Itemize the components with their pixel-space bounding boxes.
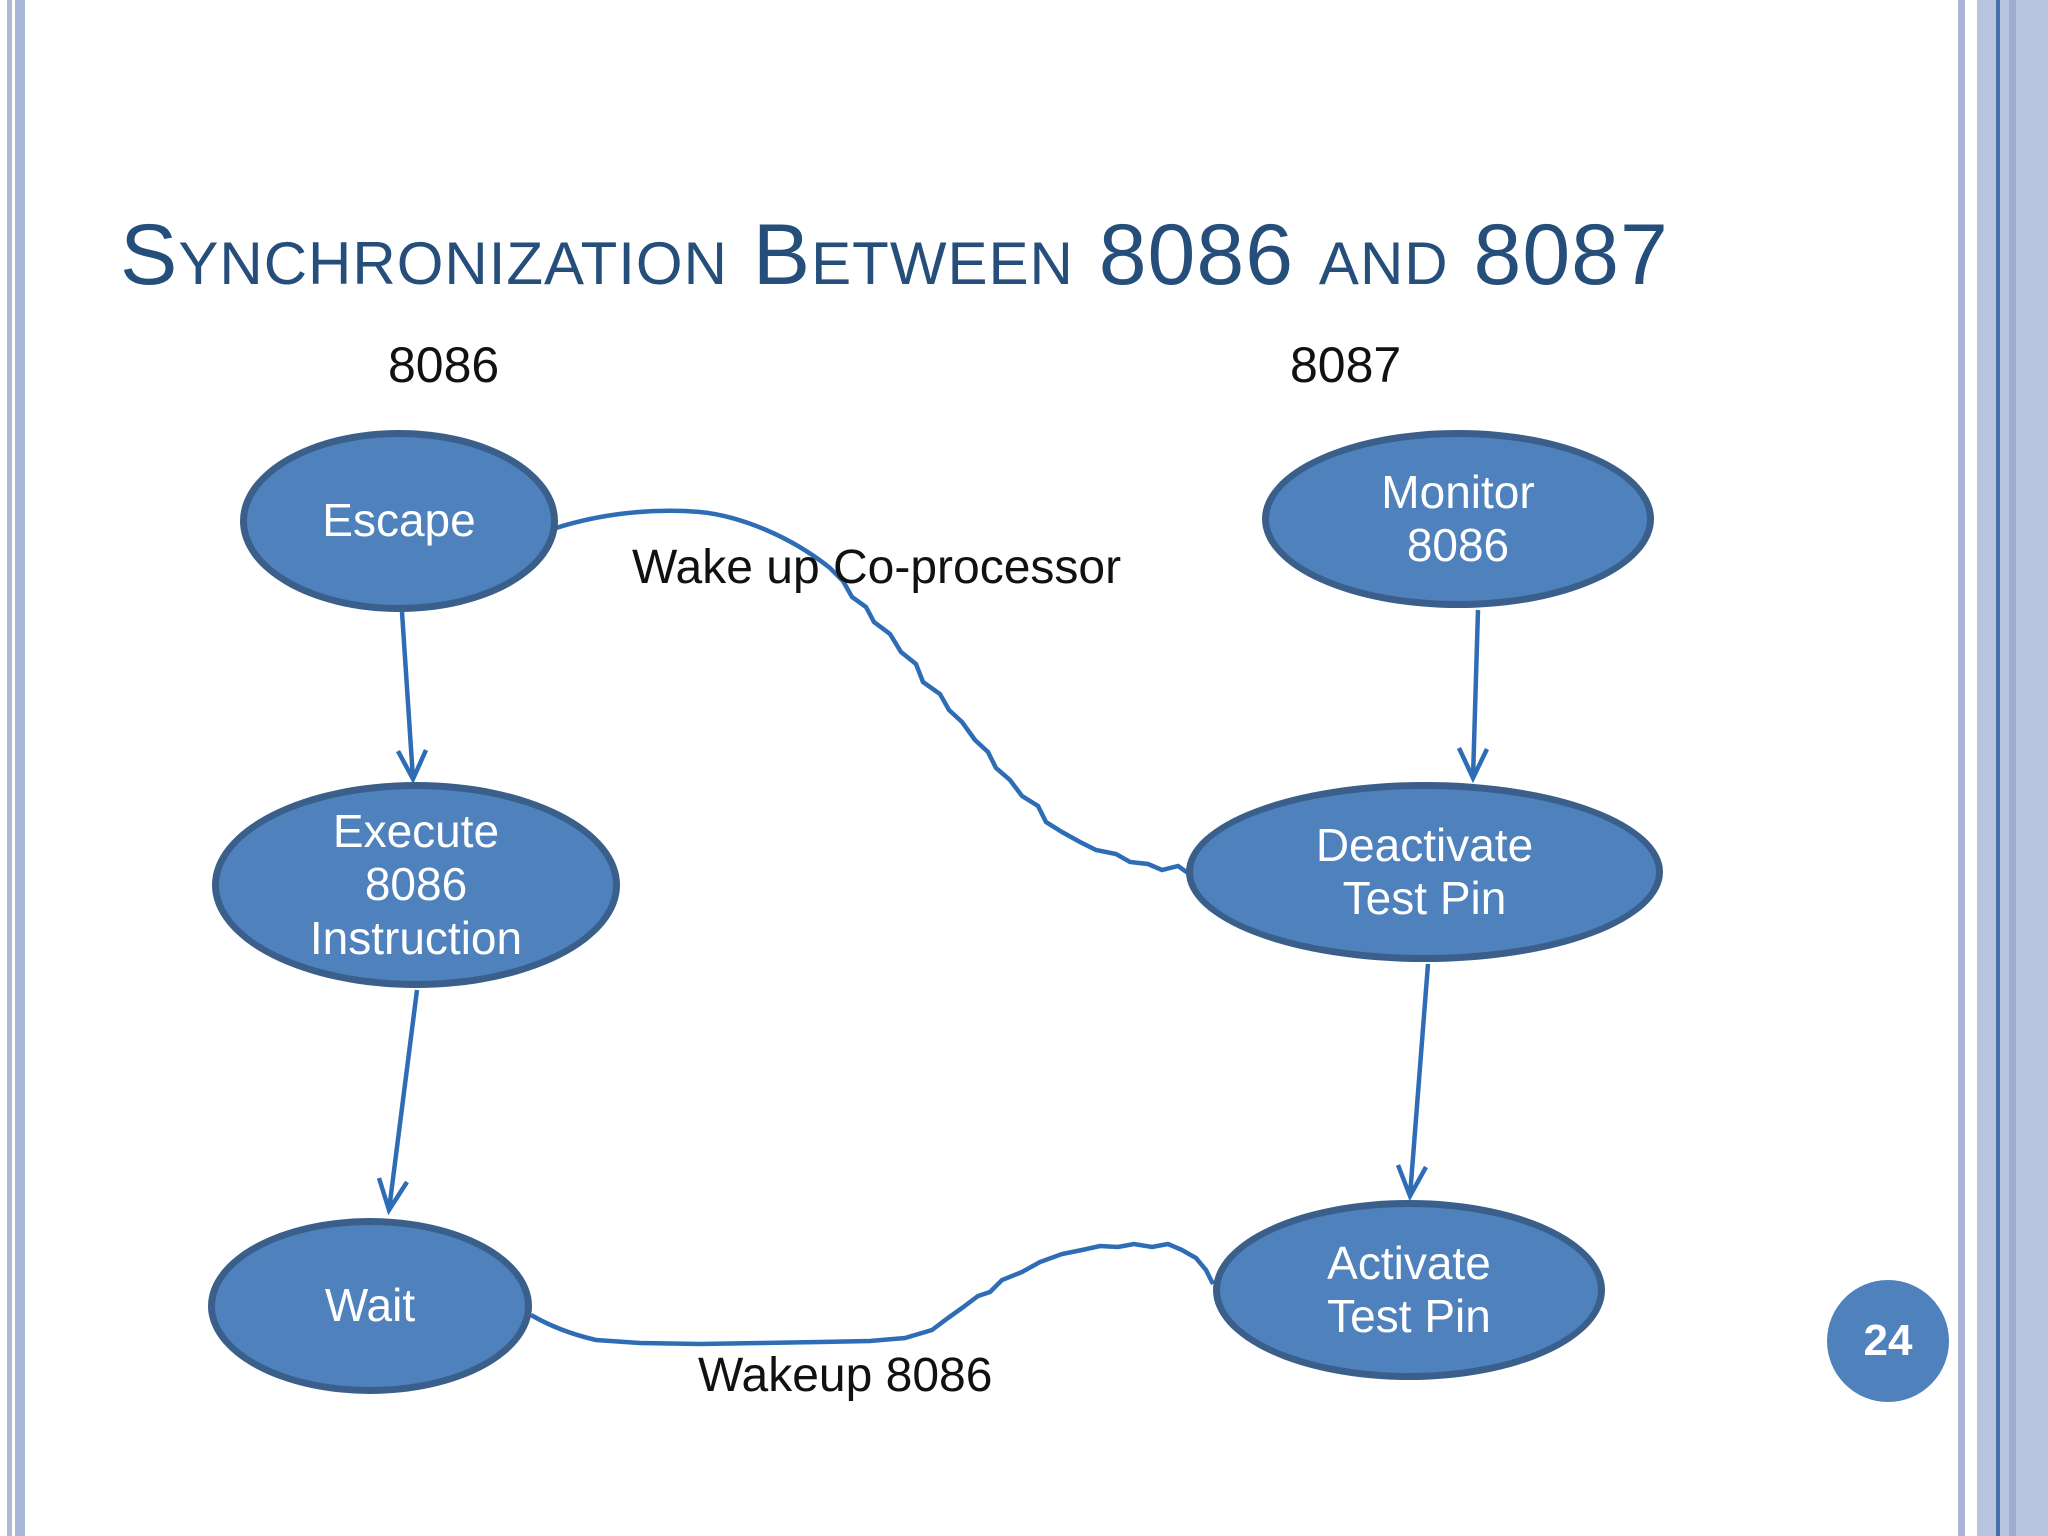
edge-label-wake-up-coprocessor: Wake up Co-processor bbox=[632, 541, 1122, 594]
node-activate-test-pin: Activate Test Pin bbox=[1213, 1200, 1605, 1380]
edge-execute-wait bbox=[376, 989, 420, 1216]
edge-escape-execute bbox=[396, 611, 429, 785]
node-deactivate-test-pin-label: Deactivate Test Pin bbox=[1315, 818, 1534, 924]
node-execute-8086-instruction-label: Execute 8086 Instruction bbox=[309, 804, 523, 964]
column-label-8087: 8087 bbox=[1290, 337, 1402, 393]
slide-title: Synchronization Between 8086 and 8087 bbox=[120, 207, 1669, 303]
node-wait: Wait bbox=[208, 1218, 532, 1394]
edge-label-wakeup-8086: Wakeup 8086 bbox=[698, 1349, 993, 1402]
edge-wake-up-coprocessor bbox=[555, 508, 1190, 875]
node-deactivate-test-pin: Deactivate Test Pin bbox=[1186, 782, 1663, 962]
edge-wakeup-8086 bbox=[529, 1241, 1216, 1347]
node-escape-label: Escape bbox=[322, 494, 476, 547]
node-monitor-8086-label: Monitor 8086 bbox=[1381, 465, 1535, 571]
node-escape: Escape bbox=[240, 430, 558, 612]
edge-deactivate-activate bbox=[1395, 963, 1431, 1202]
page-number-badge: 24 bbox=[1827, 1280, 1949, 1402]
left-stripe-thin bbox=[7, 0, 12, 1536]
column-label-8086: 8086 bbox=[388, 337, 500, 393]
node-activate-test-pin-label: Activate Test Pin bbox=[1327, 1236, 1491, 1342]
right-stripe-dark-line bbox=[1996, 0, 2000, 1536]
left-stripe-wide bbox=[15, 0, 25, 1536]
right-stripe-thin bbox=[1958, 0, 1965, 1536]
right-stripe-medium bbox=[2009, 0, 2016, 1536]
node-wait-label: Wait bbox=[324, 1279, 416, 1332]
edge-monitor-deactivate bbox=[1456, 609, 1490, 784]
node-execute-8086-instruction: Execute 8086 Instruction bbox=[212, 782, 620, 988]
node-monitor-8086: Monitor 8086 bbox=[1262, 430, 1654, 608]
page-number: 24 bbox=[1863, 1316, 1913, 1365]
